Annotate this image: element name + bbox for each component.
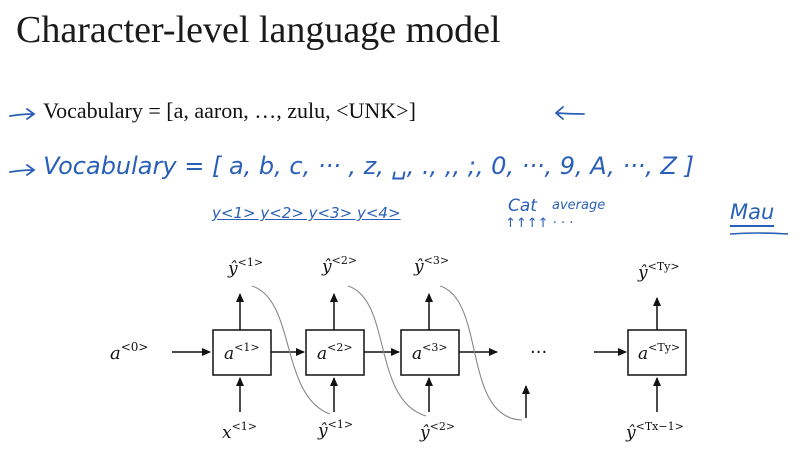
sequence-ellipsis: ··· — [530, 342, 547, 363]
feedback-curve-3 — [439, 285, 523, 421]
input-label-2: ŷ<1> — [317, 418, 353, 441]
hand-cat: Cat — [508, 196, 537, 216]
pen-arrow-icon — [9, 163, 36, 176]
pen-left-arrow-icon — [554, 106, 585, 120]
slide-title: Character-level language model — [16, 9, 501, 51]
vocab-word-row: Vocabulary = [a, aaron, …, zulu, <UNK>] — [8, 98, 416, 124]
output-label-2: ŷ<2> — [321, 254, 357, 277]
rnn-cell-1: a<1> — [212, 329, 272, 376]
hand-double-underline — [729, 232, 789, 235]
rnn-cell-3: a<3> — [400, 329, 460, 376]
pen-arrow-icon — [9, 107, 36, 120]
hand-y-labels: y<1> y<2> y<3> y<4> — [212, 204, 401, 222]
output-label-1: ŷ<1> — [227, 256, 263, 279]
vocab-word-text: Vocabulary = [a, aaron, …, zulu, <UNK>] — [43, 98, 416, 123]
input-label-Ty: ŷ<Tx−1> — [625, 420, 684, 443]
rnn-cell-Ty: a<Ty> — [627, 329, 687, 376]
feedback-curve-1 — [251, 285, 331, 415]
input-label-3: ŷ<2> — [419, 420, 455, 443]
svg-text:a<Ty>: a<Ty> — [638, 341, 680, 364]
svg-text:a<2>: a<2> — [317, 341, 353, 364]
input-label-1: x<1> — [222, 420, 257, 443]
hand-average: average — [552, 198, 606, 213]
rnn-cell-2: a<2> — [305, 329, 365, 376]
vocab-char-text: Vocabulary = [ a, b, c, ··· , z, ␣, ., ,… — [43, 152, 694, 180]
vocab-char-row: Vocabulary = [ a, b, c, ··· , z, ␣, ., ,… — [8, 152, 694, 180]
output-label-3: ŷ<3> — [413, 254, 449, 277]
output-label-Ty: ŷ<Ty> — [637, 260, 680, 283]
hand-arrows: ↑↑↑↑ · · · — [505, 216, 574, 231]
a0-label: a<0> — [110, 340, 148, 364]
svg-text:a<1>: a<1> — [224, 341, 260, 364]
svg-text:a<3>: a<3> — [412, 341, 448, 364]
feedback-curve-2 — [347, 285, 427, 417]
hand-mau: Mau — [730, 200, 775, 227]
